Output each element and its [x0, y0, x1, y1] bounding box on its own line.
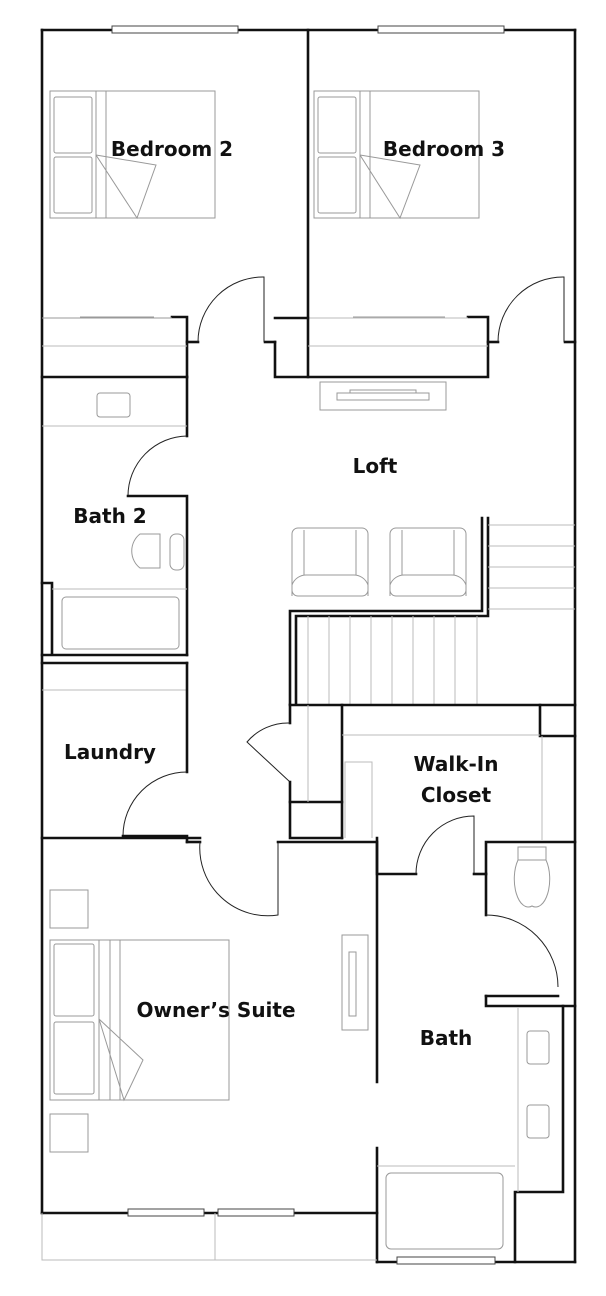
room-label-loft: Loft — [352, 454, 398, 478]
armchair — [291, 527, 369, 597]
room-label-bedroom3: Bedroom 3 — [382, 137, 506, 161]
room-label-walkin: Walk-In — [413, 752, 499, 776]
armchair — [389, 527, 467, 597]
laundry-walls — [40, 661, 202, 844]
bath2-walls — [40, 375, 189, 665]
media-console — [319, 381, 447, 411]
window — [377, 25, 505, 34]
owners-suite-walls — [41, 840, 379, 1264]
stairs — [288, 516, 575, 706]
bedroom2-closet — [40, 276, 277, 379]
bedroom3-closet — [273, 276, 577, 379]
bed-bedroom2 — [49, 90, 216, 220]
room-label-owners-suite: Owner’s Suite — [136, 998, 296, 1022]
owners-bath — [377, 846, 577, 1265]
room-label-bath: Bath — [419, 1026, 473, 1050]
room-label-bath2: Bath 2 — [73, 504, 147, 528]
room-label-bedroom2: Bedroom 2 — [110, 137, 234, 161]
walkin-walls — [246, 703, 577, 876]
room-label-closet: Closet — [420, 783, 492, 807]
bed-bedroom3 — [313, 90, 480, 220]
window — [111, 25, 239, 34]
room-label-laundry: Laundry — [64, 740, 156, 764]
